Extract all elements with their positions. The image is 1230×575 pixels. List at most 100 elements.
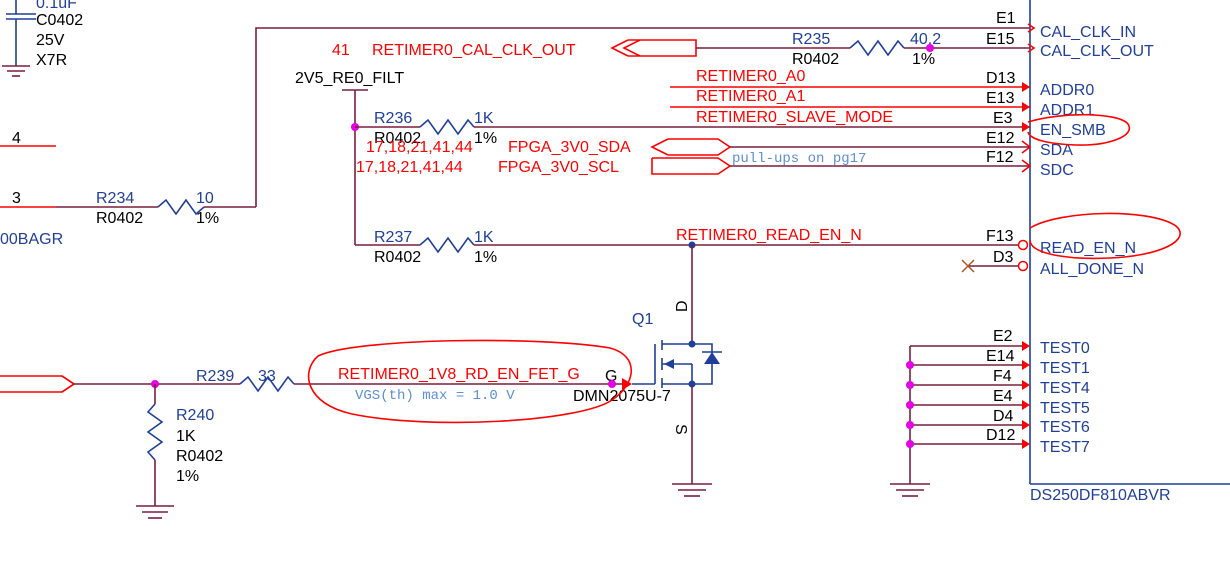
svg-text:ALL_DONE_N: ALL_DONE_N xyxy=(1040,261,1144,278)
svg-text:F13: F13 xyxy=(986,228,1014,245)
resistor-r240: R240 1K R0402 1% xyxy=(146,384,223,506)
offpage-connector-scl xyxy=(651,157,732,175)
pin4-label: 4 xyxy=(12,130,21,147)
svg-text:E1: E1 xyxy=(996,10,1016,27)
sda-sheet-refs: 17,18,21,41,44 xyxy=(366,139,473,156)
annotation-circle-read-en xyxy=(1029,212,1181,260)
resistor-r235: R235 R0402 40.2 1% xyxy=(792,31,941,68)
svg-text:D3: D3 xyxy=(993,249,1014,266)
ground-symbol-r240 xyxy=(136,505,174,519)
annotation-circle-fet-gate xyxy=(307,339,633,424)
no-connect-marker xyxy=(961,259,975,273)
svg-text:R237: R237 xyxy=(374,229,412,246)
svg-text:TEST6: TEST6 xyxy=(1040,419,1090,436)
svg-text:R234: R234 xyxy=(96,190,134,207)
cap-package: C0402 xyxy=(36,12,83,29)
svg-text:TEST4: TEST4 xyxy=(1040,380,1090,397)
svg-text:E13: E13 xyxy=(986,90,1015,107)
svg-text:1%: 1% xyxy=(912,51,935,68)
net-sheet-ref-41: 41 xyxy=(332,42,350,59)
svg-text:E14: E14 xyxy=(986,348,1015,365)
svg-text:E12: E12 xyxy=(986,130,1015,147)
annotation-circle-en-smb xyxy=(1027,113,1131,146)
svg-text:1%: 1% xyxy=(474,130,497,147)
svg-text:1%: 1% xyxy=(474,249,497,266)
offpage-connector-left xyxy=(0,375,76,393)
net-label-2v5-filt: 2V5_RE0_FILT xyxy=(295,70,404,87)
offpage-connector-cal-clk-out xyxy=(610,39,697,57)
resistor-r239: R239 33 xyxy=(196,368,295,393)
svg-text:D13: D13 xyxy=(986,70,1015,87)
svg-text:R0402: R0402 xyxy=(96,210,143,227)
net-label-a1: RETIMER0_A1 xyxy=(696,88,805,105)
svg-text:G: G xyxy=(605,368,617,385)
svg-text:33: 33 xyxy=(258,368,276,385)
svg-text:CAL_CLK_OUT: CAL_CLK_OUT xyxy=(1040,43,1154,60)
svg-text:1K: 1K xyxy=(176,428,196,445)
svg-text:Q1: Q1 xyxy=(632,311,653,328)
svg-text:R0402: R0402 xyxy=(176,448,223,465)
svg-text:TEST1: TEST1 xyxy=(1040,360,1090,377)
svg-text:TEST7: TEST7 xyxy=(1040,439,1090,456)
svg-text:READ_EN_N: READ_EN_N xyxy=(1040,240,1136,257)
ic-part-number: DS250DF810ABVR xyxy=(1030,487,1171,504)
cap-value: 0.1uF xyxy=(36,0,77,12)
svg-text:SDA: SDA xyxy=(1040,142,1073,159)
ic-ds250df810: DS250DF810ABVR E1 E15 D13 E13 E3 E12 F12… xyxy=(986,0,1230,504)
svg-text:SDC: SDC xyxy=(1040,162,1074,179)
svg-text:1%: 1% xyxy=(176,468,199,485)
svg-text:E3: E3 xyxy=(993,110,1013,127)
svg-text:D12: D12 xyxy=(986,427,1015,444)
cap-dielectric: X7R xyxy=(36,52,67,69)
net-label-scl: FPGA_3V0_SCL xyxy=(498,159,619,176)
svg-text:D: D xyxy=(674,300,691,312)
ground-symbol-cap xyxy=(2,65,30,77)
scl-sheet-refs: 17,18,21,41,44 xyxy=(356,159,463,176)
svg-text:R236: R236 xyxy=(374,110,412,127)
resistor-r234: R234 R0402 10 1% xyxy=(56,190,256,227)
ground-symbol-test xyxy=(890,483,930,497)
svg-text:1%: 1% xyxy=(196,210,219,227)
mosfet-q1: Q1 D S G DMN2075U-7 xyxy=(573,300,722,435)
svg-text:R0402: R0402 xyxy=(374,130,421,147)
cap-voltage: 25V xyxy=(36,32,65,49)
cal-clk-in-net xyxy=(255,27,1030,207)
resistor-r237: R237 R0402 1K 1% xyxy=(355,229,1018,266)
svg-text:CAL_CLK_IN: CAL_CLK_IN xyxy=(1040,24,1136,41)
svg-text:R240: R240 xyxy=(176,407,214,424)
left-part-suffix: 00BAGR xyxy=(0,231,63,248)
resistor-r236: R236 R0402 1K 1% xyxy=(355,110,1030,147)
svg-text:ADDR0: ADDR0 xyxy=(1040,82,1094,99)
svg-text:E2: E2 xyxy=(993,328,1013,345)
pin3-label: 3 xyxy=(12,190,21,207)
net-label-cal-clk-out: RETIMER0_CAL_CLK_OUT xyxy=(372,42,576,59)
offpage-connector-sda xyxy=(650,138,732,156)
svg-text:10: 10 xyxy=(196,190,214,207)
svg-text:R235: R235 xyxy=(792,31,830,48)
net-label-fet-gate: RETIMER0_1V8_RD_EN_FET_G xyxy=(338,366,580,383)
svg-text:R239: R239 xyxy=(196,368,234,385)
net-label-slave-mode: RETIMER0_SLAVE_MODE xyxy=(696,109,893,126)
svg-text:D4: D4 xyxy=(993,408,1014,425)
capacitor-c-topleft: 0.1uF C0402 25V X7R xyxy=(2,0,83,77)
svg-text:E15: E15 xyxy=(986,31,1015,48)
svg-text:TEST5: TEST5 xyxy=(1040,400,1090,417)
svg-text:E4: E4 xyxy=(993,388,1013,405)
svg-text:ADDR1: ADDR1 xyxy=(1040,102,1094,119)
svg-text:EN_SMB: EN_SMB xyxy=(1040,122,1106,139)
net-label-sda: FPGA_3V0_SDA xyxy=(508,139,631,156)
net-label-a0: RETIMER0_A0 xyxy=(696,68,805,85)
svg-text:1K: 1K xyxy=(474,110,494,127)
svg-text:DMN2075U-7: DMN2075U-7 xyxy=(573,388,671,405)
ground-symbol-q1 xyxy=(672,483,712,497)
svg-text:R0402: R0402 xyxy=(792,51,839,68)
svg-text:F12: F12 xyxy=(986,149,1014,166)
pullup-note: pull-ups on pg17 xyxy=(732,151,866,167)
vgs-note: VGS(th) max = 1.0 V xyxy=(355,388,515,404)
svg-text:F4: F4 xyxy=(993,368,1012,385)
svg-text:R0402: R0402 xyxy=(374,249,421,266)
net-label-read-en: RETIMER0_READ_EN_N xyxy=(676,227,862,244)
svg-text:TEST0: TEST0 xyxy=(1040,340,1090,357)
svg-text:40.2: 40.2 xyxy=(910,31,941,48)
